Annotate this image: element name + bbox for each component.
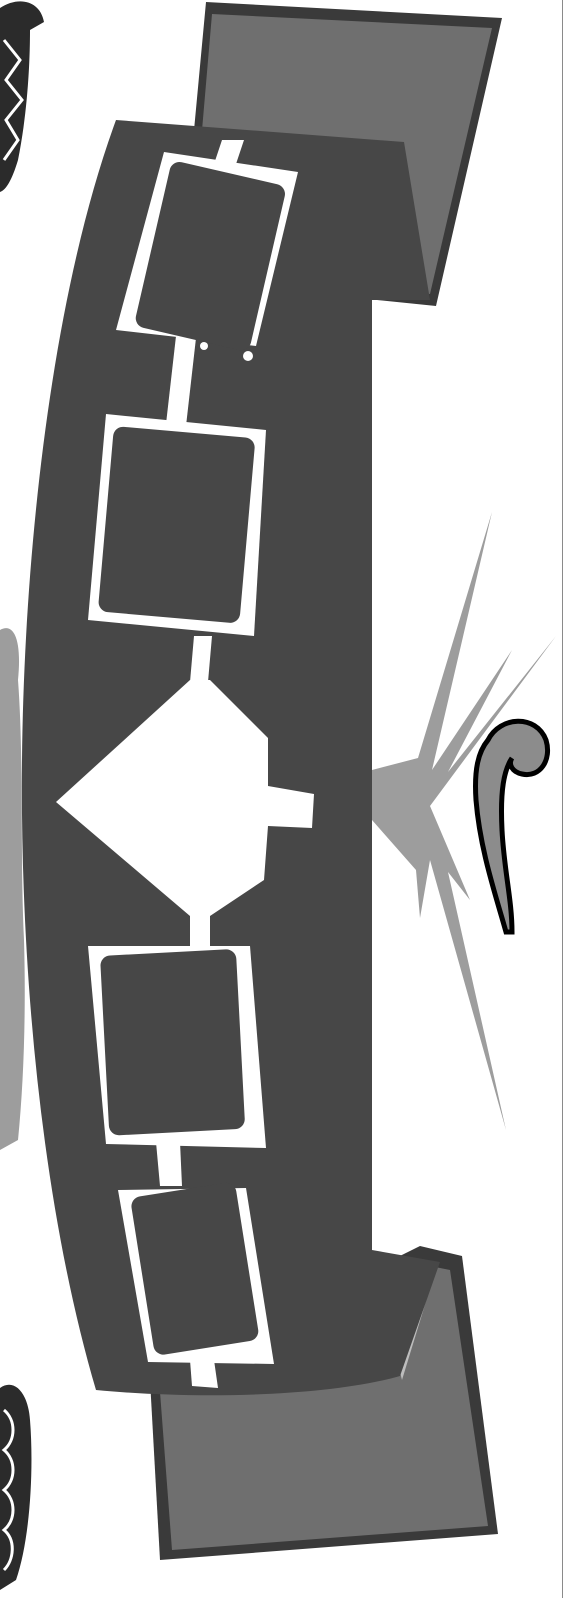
connector-dot bbox=[243, 351, 253, 361]
question-mark-icon bbox=[476, 721, 548, 932]
connector-bottom-stub bbox=[190, 1360, 218, 1388]
process-box-3 bbox=[88, 946, 266, 1148]
process-box-2 bbox=[88, 414, 266, 636]
connector-3-4 bbox=[156, 1142, 182, 1186]
starburst-splash bbox=[372, 512, 556, 1130]
connector-dot bbox=[200, 342, 208, 350]
tribal-ornament-bottom bbox=[0, 1385, 31, 1590]
question-mark-body bbox=[476, 721, 548, 932]
tribal-ornament-top bbox=[0, 1, 44, 192]
process-box-3-face bbox=[100, 949, 245, 1136]
connector-decision-3 bbox=[190, 916, 210, 948]
ornament-shape bbox=[0, 1, 44, 192]
process-box-2-face bbox=[98, 426, 256, 624]
starburst-shape bbox=[372, 512, 556, 1130]
left-splash bbox=[0, 628, 25, 1150]
